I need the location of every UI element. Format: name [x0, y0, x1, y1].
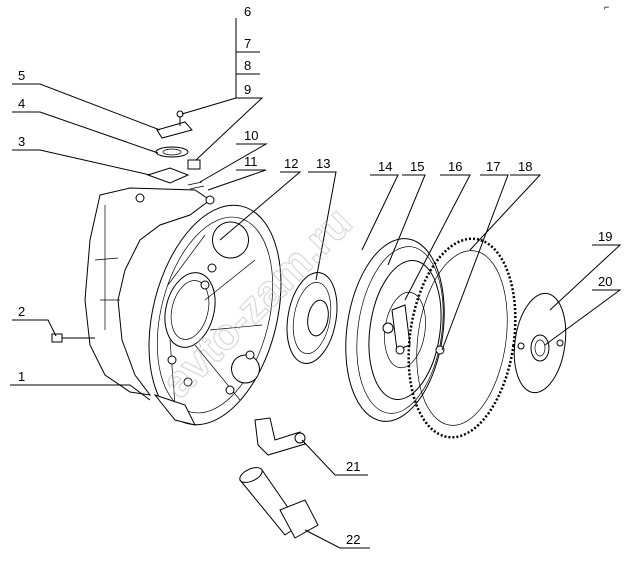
callout-12: 12: [284, 156, 298, 171]
bolt-part-2: [51, 333, 95, 343]
housing-bolts: [135, 193, 255, 395]
cover-plate: [513, 292, 567, 394]
callout-9: 9: [244, 82, 251, 97]
callout-15: 15: [410, 159, 424, 174]
leader-lines: [10, 18, 622, 549]
callout-11: 11: [244, 154, 258, 169]
top-fittings: [146, 110, 205, 190]
callout-13: 13: [316, 156, 330, 171]
callout-3: 3: [18, 134, 25, 149]
flywheel: [345, 238, 445, 422]
ring-gear: [407, 237, 517, 439]
callout-20: 20: [598, 274, 612, 289]
sleeve-part-22: [239, 467, 319, 539]
callout-8: 8: [244, 58, 251, 73]
callout-22: 22: [346, 532, 360, 547]
rear-seal: [286, 272, 338, 364]
callout-4: 4: [18, 96, 25, 111]
callout-labels: 1 2 3 4 5 6 7 8 9 10 11 12 13 14 15 16 1…: [18, 4, 612, 547]
callout-16: 16: [448, 159, 462, 174]
callout-6: 6: [244, 4, 251, 19]
callout-17: 17: [486, 159, 500, 174]
callout-5: 5: [18, 68, 25, 83]
corner-mark: ⌐: [604, 2, 609, 12]
callout-18: 18: [518, 159, 532, 174]
callout-1: 1: [18, 369, 25, 384]
callout-21: 21: [346, 459, 360, 474]
callout-14: 14: [378, 159, 392, 174]
callout-7: 7: [244, 36, 251, 51]
tube-fitting: [254, 417, 306, 456]
callout-19: 19: [598, 229, 612, 244]
flywheel-housing: [84, 187, 282, 426]
callout-2: 2: [18, 304, 25, 319]
callout-10: 10: [244, 128, 258, 143]
